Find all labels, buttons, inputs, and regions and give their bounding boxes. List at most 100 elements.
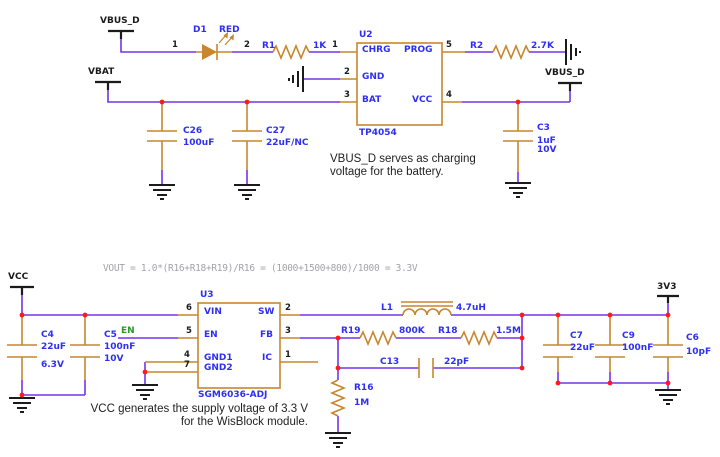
pin-number-u2-4: 4 xyxy=(446,90,452,100)
part-u3: SGM6036-ADJ xyxy=(198,390,268,400)
pin-number-u2-5: 5 xyxy=(446,40,452,50)
designator-c6: C6 xyxy=(686,333,699,343)
capacitor-c5-symbol xyxy=(70,315,100,380)
net-label-vbus-d-right: VBUS_D xyxy=(545,68,585,78)
port-vbat-bar xyxy=(95,80,121,90)
rating-c5: 10V xyxy=(104,354,124,364)
designator-r18: R18 xyxy=(438,326,458,336)
designator-c7: C7 xyxy=(570,331,583,341)
regulator-note-line2: for the WisBlock module. xyxy=(180,416,308,428)
pin-name-en: EN xyxy=(204,330,218,340)
value-c27: 22uF/NC xyxy=(266,138,309,148)
designator-c3: C3 xyxy=(537,123,550,133)
pin-name-gnd: GND xyxy=(362,72,385,82)
led-d1-symbol xyxy=(196,32,234,60)
port-vcc-bar xyxy=(10,285,34,295)
pin-number-d1-2: 2 xyxy=(244,40,250,50)
ground-icon xyxy=(9,397,35,413)
ground-sideways-icon xyxy=(288,66,304,92)
pin-name-gnd1: GND1 xyxy=(204,353,233,363)
designator-d1: D1 xyxy=(193,25,207,35)
port-vbus-d-left-bar xyxy=(108,29,134,39)
resistor-r16-symbol xyxy=(329,379,347,417)
pin-number-u2-3: 3 xyxy=(344,90,350,100)
pin-number-u3-1: 1 xyxy=(285,350,291,360)
designator-u3: U3 xyxy=(200,290,214,300)
value-c7: 22uF xyxy=(570,343,596,353)
pin-number-u2-2: 2 xyxy=(344,67,350,77)
net-label-vbus-d-left: VBUS_D xyxy=(100,16,140,26)
designator-c5: C5 xyxy=(104,330,117,340)
designator-c26: C26 xyxy=(183,126,203,136)
components-layer xyxy=(7,32,683,417)
junction-dots-layer xyxy=(19,99,671,398)
value-r16: 1M xyxy=(354,398,370,408)
u3-body xyxy=(197,302,281,389)
pin-name-prog: PROG xyxy=(404,45,433,55)
value-c13: 22pF xyxy=(444,357,470,367)
part-u2: TP4054 xyxy=(359,128,397,138)
net-label-3v3: 3V3 xyxy=(657,282,677,292)
rating-c3: 10V xyxy=(537,145,557,155)
pin-name-sw: SW xyxy=(258,307,275,317)
vout-formula: VOUT = 1.0*(R16+R18+R19)/R16 = (1000+150… xyxy=(103,263,418,274)
charger-note: VBUS_D serves as charging voltage for th… xyxy=(330,153,476,179)
capacitor-c27-symbol xyxy=(232,102,262,170)
pin-number-u2-1: 1 xyxy=(332,40,338,50)
pin-number-d1-1: 1 xyxy=(172,40,178,50)
regulator-note: VCC generates the supply voltage of 3.3 … xyxy=(70,403,308,429)
designator-c4: C4 xyxy=(41,330,54,340)
net-label-vbat: VBAT xyxy=(88,67,115,77)
pin-name-bat: BAT xyxy=(362,95,382,105)
pin-name-ic: IC xyxy=(262,353,272,363)
designator-c13: C13 xyxy=(380,357,400,367)
capacitor-c9-symbol xyxy=(595,315,625,372)
capacitor-c4-symbol xyxy=(7,315,37,380)
value-d1: RED xyxy=(219,25,240,35)
pin-name-fb: FB xyxy=(260,330,274,340)
designator-c27: C27 xyxy=(266,126,286,136)
value-l1: 4.7uH xyxy=(456,303,486,313)
charger-note-line1: VBUS_D serves as charging xyxy=(330,153,476,165)
value-c9: 100nF xyxy=(622,343,654,353)
capacitor-c7-symbol xyxy=(543,315,573,372)
resistor-r1-symbol xyxy=(272,43,310,61)
pin-number-u3-2: 2 xyxy=(285,303,291,313)
designator-u2: U2 xyxy=(359,30,373,40)
pin-name-vin: VIN xyxy=(204,307,222,317)
pin-name-chrg: CHRG xyxy=(362,45,391,55)
pin-number-u3-3: 3 xyxy=(285,326,291,336)
resistor-r2-symbol xyxy=(492,43,530,61)
value-r19: 800K xyxy=(399,326,425,336)
resistor-r19-symbol xyxy=(359,329,397,347)
ground-symbols-layer xyxy=(9,39,681,448)
capacitor-c3-symbol xyxy=(503,102,533,172)
designator-r19: R19 xyxy=(341,326,361,336)
port-3v3-bar xyxy=(657,294,679,303)
value-c4: 22uF xyxy=(41,342,67,352)
pin-number-u3-5: 5 xyxy=(186,326,192,336)
charger-note-line2: voltage for the battery. xyxy=(330,166,444,178)
capacitor-c13-symbol xyxy=(418,358,434,378)
regulator-note-line1: VCC generates the supply voltage of 3.3 … xyxy=(90,403,308,415)
pin-number-u3-4: 4 xyxy=(184,350,190,360)
value-c6: 10pF xyxy=(686,347,712,357)
capacitor-c26-symbol xyxy=(147,102,177,170)
designator-l1: L1 xyxy=(381,303,393,313)
ground-icon xyxy=(132,384,158,400)
net-label-vcc: VCC xyxy=(8,272,29,282)
inductor-l1-symbol xyxy=(401,301,453,316)
ground-sideways-icon xyxy=(565,39,581,65)
value-c5: 100nF xyxy=(104,342,136,352)
pin-name-gnd2: GND2 xyxy=(204,363,233,373)
u2-body xyxy=(356,42,443,126)
resistor-r18-symbol xyxy=(460,329,498,347)
ground-icon xyxy=(234,184,260,200)
value-c3: 1uF xyxy=(537,136,556,146)
ground-icon xyxy=(505,182,531,198)
ground-icon xyxy=(655,389,681,405)
designator-r16: R16 xyxy=(354,383,374,393)
capacitor-c6-symbol xyxy=(653,315,683,372)
